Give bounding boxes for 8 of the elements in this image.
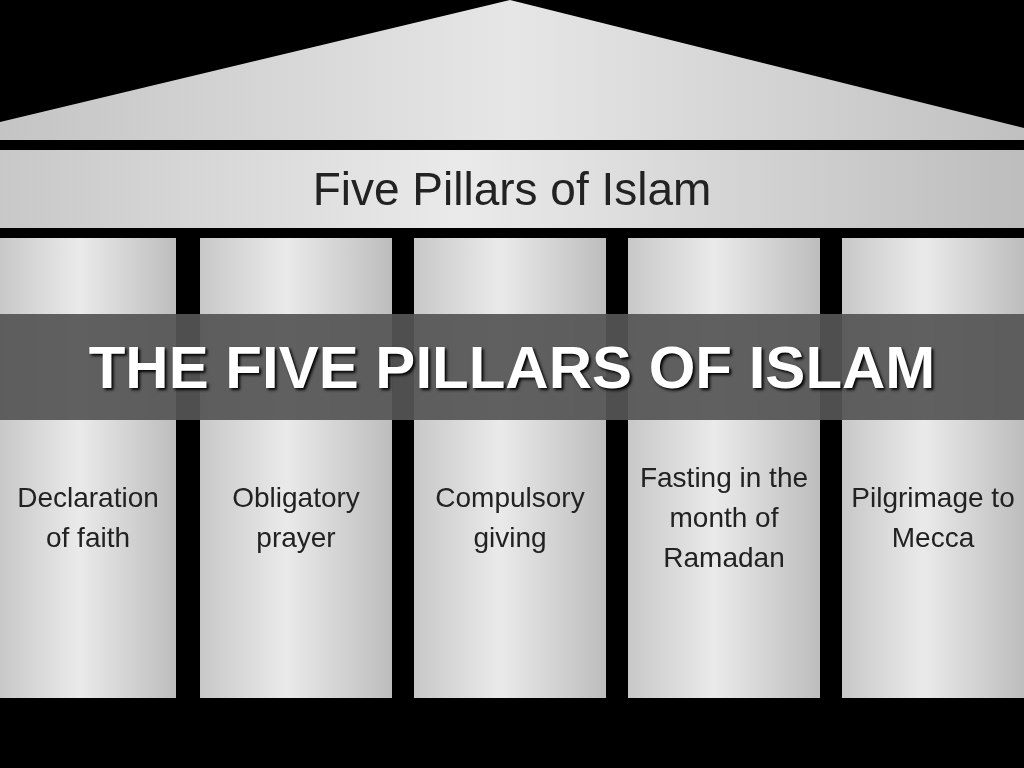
pillar-label: Pilgrimage to Mecca	[850, 481, 1016, 555]
slide-title: THE FIVE PILLARS OF ISLAM	[88, 332, 936, 402]
pillar-label: Compulsory giving	[434, 481, 586, 555]
pillar-label: Declaration of faith	[16, 481, 160, 555]
pillar-label: Fasting in the month of Ramadan	[638, 461, 810, 575]
beam-heading: Five Pillars of Islam	[312, 162, 712, 216]
temple-beam	[0, 150, 1024, 228]
pillar-label: Obligatory prayer	[231, 481, 361, 555]
